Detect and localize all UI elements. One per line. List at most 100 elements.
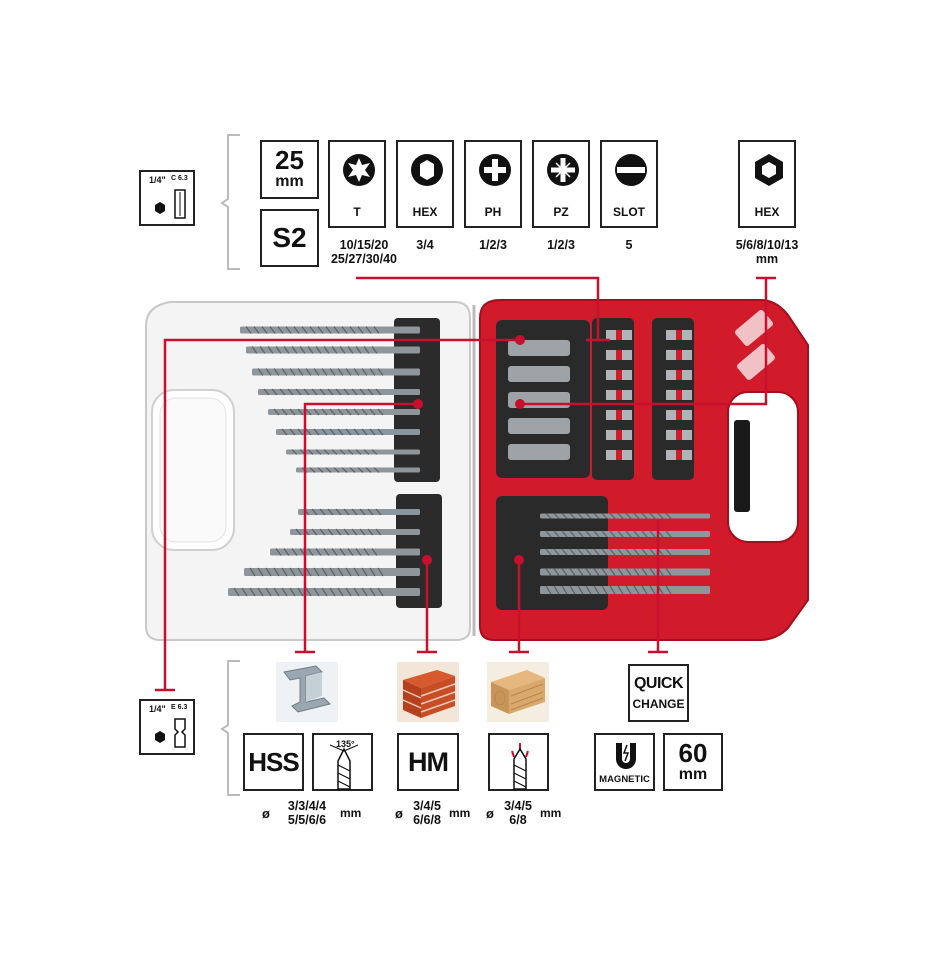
phillips-icon: [479, 154, 511, 186]
wood-drill-bit: [540, 585, 710, 595]
bit-type-label: PZ: [553, 205, 569, 219]
hss-badge: HSS: [243, 733, 304, 791]
wood-drill-icon: [511, 743, 529, 790]
hss-drill-bit: [276, 428, 420, 436]
magnetic-badge: MAGNETIC: [594, 733, 655, 791]
bit-color-ring: [616, 450, 622, 460]
nut-setter-bit: [508, 444, 570, 460]
torx-sizes-line1: 10/15/20: [339, 238, 389, 252]
hex-sizes: 3/4: [416, 238, 434, 252]
diameter-symbol: ø: [395, 806, 403, 821]
hm-sizes-line2: 6/6/8: [413, 813, 441, 827]
torx-sizes-line2: 25/27/30/40: [330, 252, 398, 266]
hss-sizes: ø 3/3/4/4 5/5/6/6 mm: [262, 799, 372, 831]
pz-sizes: 1/2/3: [547, 238, 575, 252]
hss-angle-badge: 135°: [312, 733, 373, 791]
hss-drill-bit: [268, 408, 420, 416]
steel-grade-label: S2: [272, 222, 307, 253]
masonry-drill-bit: [290, 528, 420, 536]
shank-code-label: E 6.3: [171, 704, 188, 711]
diameter-symbol: ø: [486, 806, 494, 821]
hm-badge: HM: [397, 733, 459, 791]
bit-color-ring: [616, 410, 622, 420]
magnetic-label: MAGNETIC: [599, 774, 650, 785]
bit-type-torx: T: [328, 140, 386, 228]
nut-setter-bit: [508, 418, 570, 434]
bit-length-unit: mm: [275, 173, 304, 190]
bit-type-slot: SLOT: [600, 140, 658, 228]
quick-label: QUICK: [633, 675, 684, 692]
wood-sizes: ø 3/4/5 6/8 mm: [486, 799, 566, 831]
bit-length-value: 25: [275, 145, 304, 175]
hm-sizes-line1: 3/4/5: [413, 799, 441, 813]
bit-color-ring: [676, 350, 682, 360]
bit-length-badge: 25 mm: [260, 140, 319, 199]
bit-type-ph: PH: [464, 140, 522, 228]
torx-icon: [343, 154, 375, 186]
hss-drill-bit: [252, 368, 420, 376]
shank-code-label: C 6.3: [171, 175, 188, 182]
slot-icon: [615, 154, 647, 186]
hss-drill-bit: [296, 467, 420, 473]
steel-grade-badge: S2: [260, 209, 319, 267]
wood-sizes-line1: 3/4/5: [504, 799, 532, 813]
bit-color-ring: [676, 450, 682, 460]
wood-drill-bit: [540, 513, 710, 519]
nut-setter-bit: [508, 340, 570, 356]
bit-type-hex: HEX: [396, 140, 454, 228]
hex-shank-icon: [155, 189, 186, 219]
bit-type-label: T: [353, 205, 361, 219]
twist-drill-icon: [329, 744, 359, 790]
bit-type-label: PH: [484, 205, 502, 219]
bit-color-ring: [676, 330, 682, 340]
bit-color-ring: [616, 350, 622, 360]
wood-drill-bit: [540, 548, 710, 556]
masonry-drill-bit: [228, 587, 420, 597]
unit-label: mm: [540, 806, 562, 820]
hex-shank-groove-icon: [155, 718, 186, 748]
hss-sizes-line1: 3/3/4/4: [287, 799, 327, 813]
bit-type-label: HEX: [412, 205, 438, 219]
slot-sizes: 5: [625, 238, 633, 252]
diameter-symbol: ø: [262, 806, 270, 821]
wood-drill-bit: [540, 568, 710, 576]
holder-length-value: 60: [678, 738, 708, 768]
hss-drill-bit: [286, 449, 420, 455]
point-angle-label: 135°: [336, 739, 355, 749]
unit-label: mm: [449, 806, 471, 820]
holder-length-badge: 60 mm: [663, 733, 723, 791]
bit-color-ring: [616, 430, 622, 440]
masonry-drill-bit: [270, 548, 420, 556]
bit-color-ring: [676, 390, 682, 400]
hm-label: HM: [408, 747, 449, 777]
masonry-drill-bit: [298, 508, 420, 516]
hss-drill-bit: [258, 388, 420, 396]
shank-c63-badge: 1/4" C 6.3: [139, 170, 195, 226]
bit-type-pz: PZ: [532, 140, 590, 228]
ph-sizes: 1/2/3: [479, 238, 507, 252]
bit-color-ring: [676, 370, 682, 380]
holder-length-unit: mm: [678, 766, 708, 783]
bit-type-label: SLOT: [613, 205, 645, 219]
quick-change-badge: QUICK CHANGE: [628, 664, 689, 722]
steel-beam-icon: [276, 662, 338, 722]
bit-color-ring: [676, 430, 682, 440]
hss-drill-bit: [240, 326, 420, 334]
hm-sizes: ø 3/4/5 6/6/8 mm: [395, 799, 475, 831]
hex-socket-icon: [411, 154, 443, 186]
hss-sizes-line2: 5/5/6/6: [287, 813, 327, 827]
hss-label: HSS: [248, 747, 299, 777]
nut-sizes-line2: mm: [755, 252, 779, 266]
nut-sizes-line1: 5/6/8/10/13: [735, 238, 799, 252]
callout-lines: [155, 276, 776, 692]
bracket-top: [220, 134, 240, 270]
bit-color-ring: [676, 410, 682, 420]
shank-size-label: 1/4": [149, 704, 166, 714]
wood-sizes-line2: 6/8: [509, 813, 527, 827]
bit-color-ring: [616, 370, 622, 380]
hss-drill-bit: [246, 346, 420, 354]
wood-drill-badge: [488, 733, 549, 791]
nut-setter-label: HEX: [754, 205, 780, 219]
wood-drill-bit: [540, 530, 710, 538]
